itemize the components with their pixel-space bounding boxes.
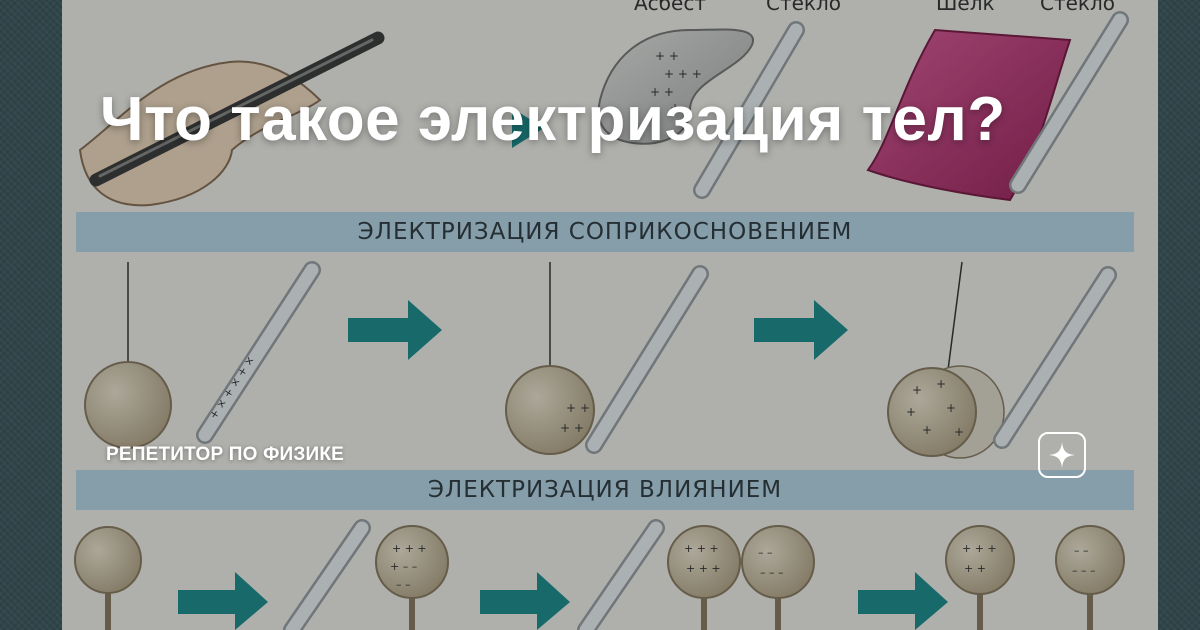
label-silk: Шелк: [936, 0, 995, 15]
svg-text:+: +: [912, 383, 922, 397]
svg-text:+ +: + +: [560, 421, 584, 435]
silk-cloth: [866, 28, 1072, 202]
article-title: Что такое электризация тел?: [100, 85, 1006, 154]
svg-text:– – –: – – –: [1072, 564, 1096, 577]
svg-text:+: +: [922, 423, 932, 437]
svg-text:+ + +: + + +: [684, 542, 719, 555]
svg-text:+ +: + +: [964, 562, 986, 575]
svg-text:– –: – –: [1074, 544, 1089, 557]
svg-text:+ +: + +: [566, 401, 590, 415]
arrow-icon: [754, 300, 848, 360]
svg-text:+: +: [946, 401, 956, 415]
label-glass-1: Стекло: [766, 0, 842, 15]
hand-with-rod: [78, 31, 385, 207]
svg-text:+: +: [936, 377, 946, 391]
section-band-contact: ЭЛЕКТРИЗАЦИЯ СОПРИКОСНОВЕНИЕМ: [76, 212, 1134, 252]
svg-text:+: +: [670, 101, 680, 115]
svg-text:– – –: – – –: [760, 566, 784, 579]
ball: [505, 365, 595, 455]
arrow-icon: [348, 300, 442, 360]
svg-text:+ + +: + + +: [664, 67, 702, 81]
arrow-icon: [178, 572, 268, 630]
svg-text:+: +: [906, 405, 916, 419]
channel-name[interactable]: РЕПЕТИТОР ПО ФИЗИКЕ: [106, 444, 345, 465]
asbestos-sheet: [597, 28, 755, 145]
svg-text:+ + +: + + +: [686, 562, 721, 575]
svg-text:+ +: + +: [650, 85, 674, 99]
svg-text:+ + +: + + +: [392, 542, 427, 555]
arrow-icon: [512, 108, 544, 148]
svg-text:+ +: + +: [655, 49, 679, 63]
arrow-icon: [858, 572, 948, 630]
svg-text:+: +: [954, 425, 964, 439]
sparkle-icon: [1049, 442, 1075, 468]
svg-text:– –: – –: [396, 578, 411, 591]
ball: [84, 361, 172, 449]
label-asbestos: Асбест: [634, 0, 706, 15]
platform-badge: [1038, 432, 1086, 478]
arrow-icon: [480, 572, 570, 630]
svg-text:+ – –: + – –: [390, 560, 417, 573]
ball: [887, 367, 977, 457]
svg-text:+ + +: + + +: [962, 542, 997, 555]
section-band-influence: ЭЛЕКТРИЗАЦИЯ ВЛИЯНИЕМ: [76, 470, 1134, 510]
svg-text:– –: – –: [758, 546, 773, 559]
label-glass-2: Стекло: [1040, 0, 1116, 15]
